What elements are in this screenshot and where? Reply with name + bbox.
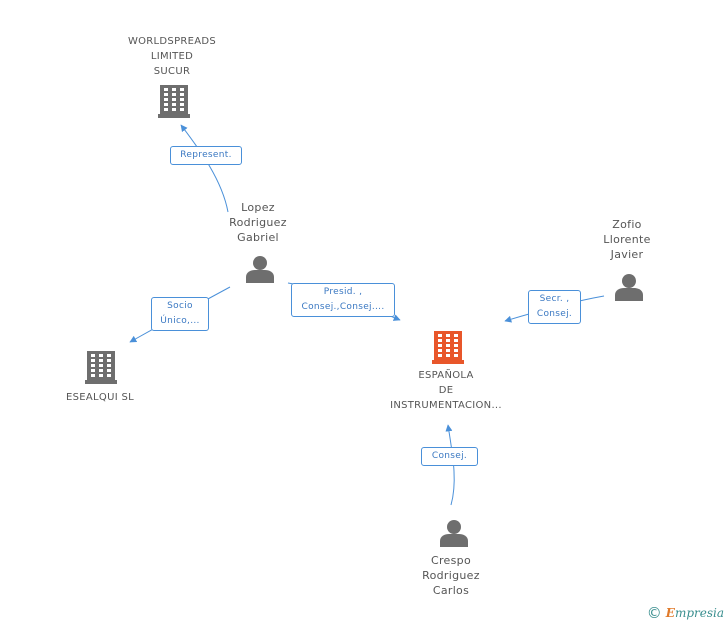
lopez-person-icon[interactable]: [246, 256, 274, 283]
lopez-line-1: Lopez: [241, 201, 275, 214]
presid-line-1: Presid. ,: [323, 287, 363, 297]
consej-line-1: Consej.: [431, 451, 468, 461]
esealqui-line-1: ESEALQUI SL: [66, 392, 134, 403]
socio-line-2: Único,...: [160, 316, 200, 326]
socio-line-1: Socio: [167, 301, 193, 311]
empresia-logo-rest: mpresia: [674, 606, 724, 620]
empresia-logo-initial: E: [665, 606, 675, 620]
node-label-worldspreads[interactable]: WORLDSPREADS LIMITED SUCUR: [112, 34, 232, 79]
edge-label-presid[interactable]: Presid. , Consej.,Consej....: [291, 283, 395, 317]
zofio-line-3: Javier: [610, 248, 644, 261]
edge-label-socio[interactable]: Socio Único,...: [151, 297, 209, 331]
node-label-espanola[interactable]: ESPAÑOLA DE INSTRUMENTACION...: [371, 368, 521, 413]
zofio-person-icon[interactable]: [615, 274, 643, 301]
worldspreads-building-icon[interactable]: [158, 85, 190, 118]
worldspreads-line-3: SUCUR: [153, 66, 191, 77]
presid-line-2: Consej.,Consej....: [301, 302, 385, 312]
node-label-zofio[interactable]: Zofio Llorente Javier: [582, 217, 672, 262]
zofio-line-1: Zofio: [612, 218, 642, 231]
represent-line-1: Represent.: [180, 150, 232, 160]
secr-line-1: Secr. ,: [539, 294, 570, 304]
edge-label-represent[interactable]: Represent.: [170, 146, 242, 165]
esealqui-building-icon[interactable]: [85, 351, 117, 384]
edge-label-consej[interactable]: Consej.: [421, 447, 478, 466]
copyright-symbol: ©: [646, 604, 662, 622]
node-label-lopez[interactable]: Lopez Rodriguez Gabriel: [213, 200, 303, 245]
node-label-esealqui[interactable]: ESEALQUI SL: [48, 390, 152, 405]
espanola-line-1: ESPAÑOLA: [418, 370, 474, 381]
edge-label-secr[interactable]: Secr. , Consej.: [528, 290, 581, 324]
zofio-line-2: Llorente: [603, 233, 651, 246]
lopez-line-2: Rodriguez: [229, 216, 287, 229]
espanola-line-3: INSTRUMENTACION...: [390, 400, 502, 411]
empresia-logo: Empresia: [666, 606, 724, 620]
empresia-watermark: © Empresia: [647, 604, 724, 622]
crespo-line-1: Crespo: [431, 554, 471, 567]
crespo-person-icon[interactable]: [440, 520, 468, 547]
worldspreads-line-2: LIMITED: [150, 51, 194, 62]
worldspreads-line-1: WORLDSPREADS: [127, 36, 217, 47]
secr-line-2: Consej.: [536, 309, 573, 319]
crespo-line-3: Carlos: [432, 584, 470, 597]
espanola-line-2: DE: [438, 385, 454, 396]
node-label-crespo[interactable]: Crespo Rodriguez Carlos: [406, 553, 496, 598]
espanola-building-icon[interactable]: [432, 331, 464, 364]
edge-line-represent: [180, 124, 229, 213]
lopez-line-3: Gabriel: [237, 231, 279, 244]
crespo-line-2: Rodriguez: [422, 569, 480, 582]
